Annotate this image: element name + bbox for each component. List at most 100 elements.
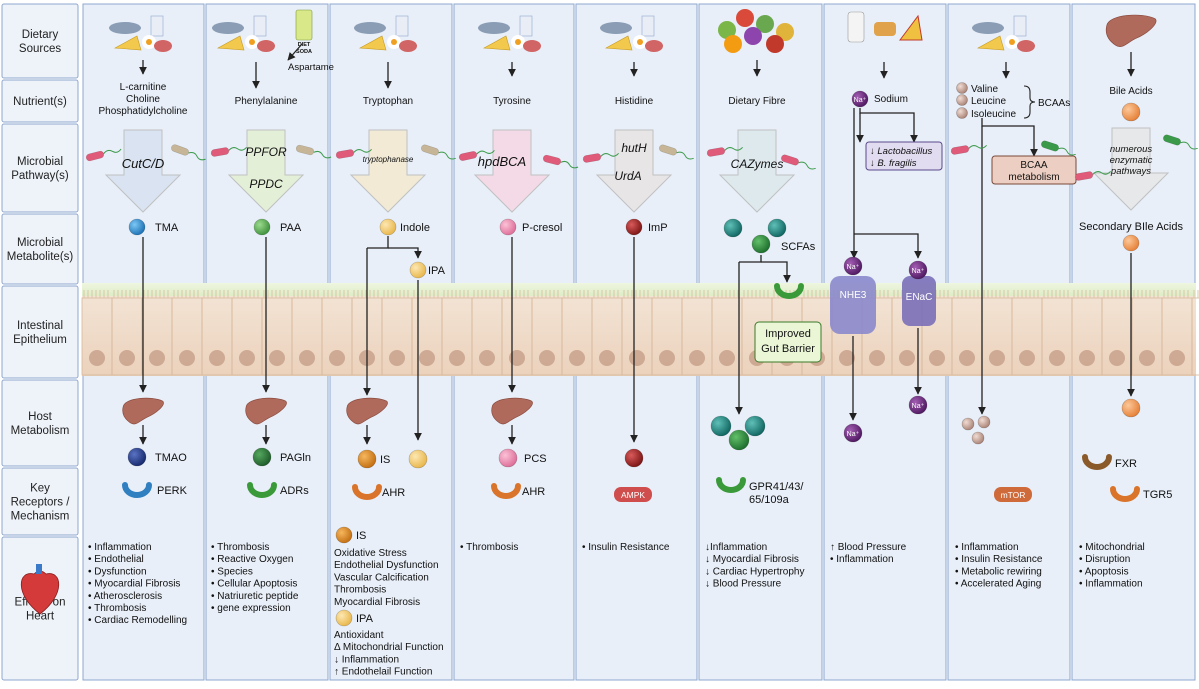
cell-nucleus <box>659 350 675 366</box>
nutrient-label: Isoleucine <box>971 109 1016 120</box>
nutrient-label: Bile Acids <box>1109 86 1152 97</box>
receptor-icon <box>122 482 152 498</box>
meat-icon <box>523 40 541 52</box>
sodium-ion-icon <box>908 395 928 415</box>
pathway-label: CAZymes <box>731 157 784 171</box>
receptor-icon <box>1082 454 1112 470</box>
effect-text: • Endothelial <box>88 554 144 565</box>
connector <box>981 118 1038 157</box>
microbe-label: ↓ B. fragilis <box>870 158 917 169</box>
cheese-icon <box>604 35 633 51</box>
row-label: Nutrient(s) <box>13 96 67 108</box>
nutrient-label: Choline <box>126 94 160 105</box>
channel-label: ENaC <box>906 292 933 303</box>
vegetable-icon <box>776 23 794 41</box>
host-metabolite-label: TMAO <box>155 452 187 464</box>
egg-yolk-icon <box>637 39 643 45</box>
row-label: Heart <box>26 611 55 623</box>
milk-icon <box>641 15 655 37</box>
sodium-ion-icon <box>851 90 869 108</box>
bcaa-icon <box>956 94 968 106</box>
cheese-icon <box>482 35 511 51</box>
microbe-change-box <box>865 141 943 171</box>
bacterium-flagellum <box>600 152 619 157</box>
cell-nucleus <box>599 350 615 366</box>
vegetable-icon <box>736 9 754 27</box>
gut-barrier-box <box>754 321 822 363</box>
bacterium-flagellum <box>313 150 332 159</box>
effect-text: ↓ Myocardial Fibrosis <box>705 554 799 565</box>
metabolite-SCFA <box>767 218 787 238</box>
metabolite-TMAO <box>127 447 147 467</box>
barrier-label: Improved <box>765 328 811 340</box>
bacterium-flagellum <box>103 148 122 154</box>
pathway-label: numerous <box>1110 144 1152 155</box>
metabolite-label: PAA <box>280 222 302 234</box>
arrow <box>287 43 303 61</box>
cell-nucleus <box>629 350 645 366</box>
effect-text: • Mitochondrial <box>1079 542 1145 553</box>
bacterium-flagellum <box>438 151 456 160</box>
cell-nucleus <box>239 350 255 366</box>
cell-nucleus <box>119 350 135 366</box>
pathway-label: PPDC <box>249 177 283 191</box>
effect-text: • Cardiac Remodelling <box>88 615 187 626</box>
metabolite-PAA <box>253 218 271 236</box>
metabolite-label: TMA <box>155 222 179 234</box>
fish-icon <box>972 22 1004 34</box>
effect-text: ↑ Blood Pressure <box>830 542 907 553</box>
effect-text: • Reactive Oxygen <box>211 554 293 565</box>
food-icon <box>212 15 275 52</box>
cell-nucleus <box>899 350 915 366</box>
metabolite-TMA <box>128 218 146 236</box>
background: DietarySourcesNutrient(s)MicrobialPathwa… <box>1 3 1199 681</box>
soda-label: DIET <box>298 42 311 48</box>
effect-text: Δ Mitochondrial Function <box>334 642 444 653</box>
bacterium-body <box>421 144 439 156</box>
cell-nucleus <box>869 350 885 366</box>
effect-text: • Apoptosis <box>1079 566 1129 577</box>
liver-icon <box>346 397 388 425</box>
receptor-icon <box>716 477 746 493</box>
cell-nucleus <box>959 350 975 366</box>
metabolite-label: ImP <box>648 222 668 234</box>
row-label: Metabolism <box>11 425 70 437</box>
liver-icon <box>491 397 533 425</box>
pathway-arrow <box>104 129 182 213</box>
bacterium-flagellum <box>1180 141 1198 150</box>
vegetable-icon <box>718 21 736 39</box>
bcaa-icon <box>956 107 968 119</box>
nutrient-label: Phenylalanine <box>235 96 298 107</box>
receptor-icon <box>247 482 277 498</box>
effect-text: • Inflammation <box>830 554 894 565</box>
receptor-icon <box>352 484 382 500</box>
effect-text: Endothelial Dysfunction <box>334 560 439 571</box>
bacterium-icon <box>210 146 247 157</box>
nutrient-label: Dietary Fibre <box>728 96 786 107</box>
effect-text: ↓ Inflammation <box>334 654 399 665</box>
bacterium-body <box>1163 134 1181 146</box>
cell-nucleus <box>179 350 195 366</box>
bacterium-flagellum <box>228 146 247 151</box>
pathway-label: hpdBCA <box>478 154 526 169</box>
nutrient-label: Valine <box>971 84 998 95</box>
cell-nucleus <box>329 350 345 366</box>
pathway-arrow <box>595 129 673 213</box>
microbe-label: ↓ Lactobacillus <box>870 146 933 157</box>
row-label-box <box>1 3 79 79</box>
receptor-label: 65/109a <box>749 494 790 506</box>
salt-shaker-icon <box>847 11 865 43</box>
bacterium-flagellum <box>968 144 987 149</box>
bacterium-flagellum <box>188 152 206 161</box>
egg-yolk-icon <box>249 39 255 45</box>
bacterium-icon <box>542 154 579 169</box>
pathway-label: enzymatic <box>1110 155 1153 166</box>
ion-label: Na⁺ <box>854 97 867 104</box>
bacterium-flagellum <box>798 161 816 170</box>
cell-nucleus <box>1139 350 1155 366</box>
bcaa-metabolism-box <box>991 155 1077 185</box>
row-label: Receptors / <box>11 497 71 509</box>
bacterium-body <box>1041 140 1059 152</box>
food-icon <box>109 15 172 52</box>
